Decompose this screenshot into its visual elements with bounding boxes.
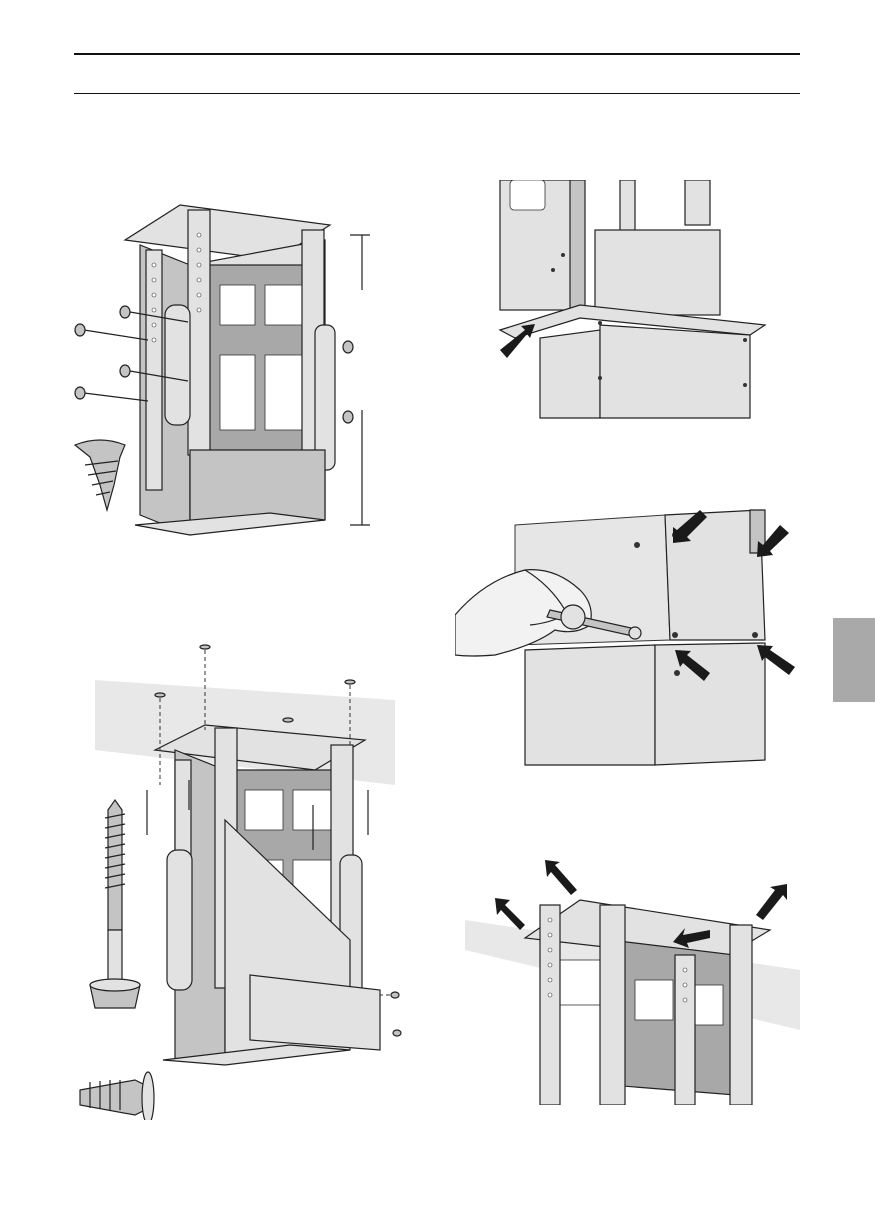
pointer-arrow-icon: [756, 884, 787, 920]
header-rule-second: [74, 93, 800, 94]
figure-frame-top-ceiling: [465, 860, 805, 1105]
screw-icon: [80, 1072, 154, 1120]
pointer-arrow-icon: [545, 860, 577, 895]
figure-wrench-tightening: [455, 505, 810, 770]
figure-frame-side-screws: [70, 195, 390, 540]
figure-chimney-lower-cover: [495, 180, 775, 420]
screw-icon: [75, 440, 125, 510]
dimension-arrow-icon: [350, 235, 370, 525]
lag-bolt-icon: [90, 800, 140, 1008]
section-thumb-tab: [833, 618, 875, 702]
figure-frame-ceiling-mount: [75, 640, 415, 1120]
header-rule-top: [74, 53, 800, 55]
